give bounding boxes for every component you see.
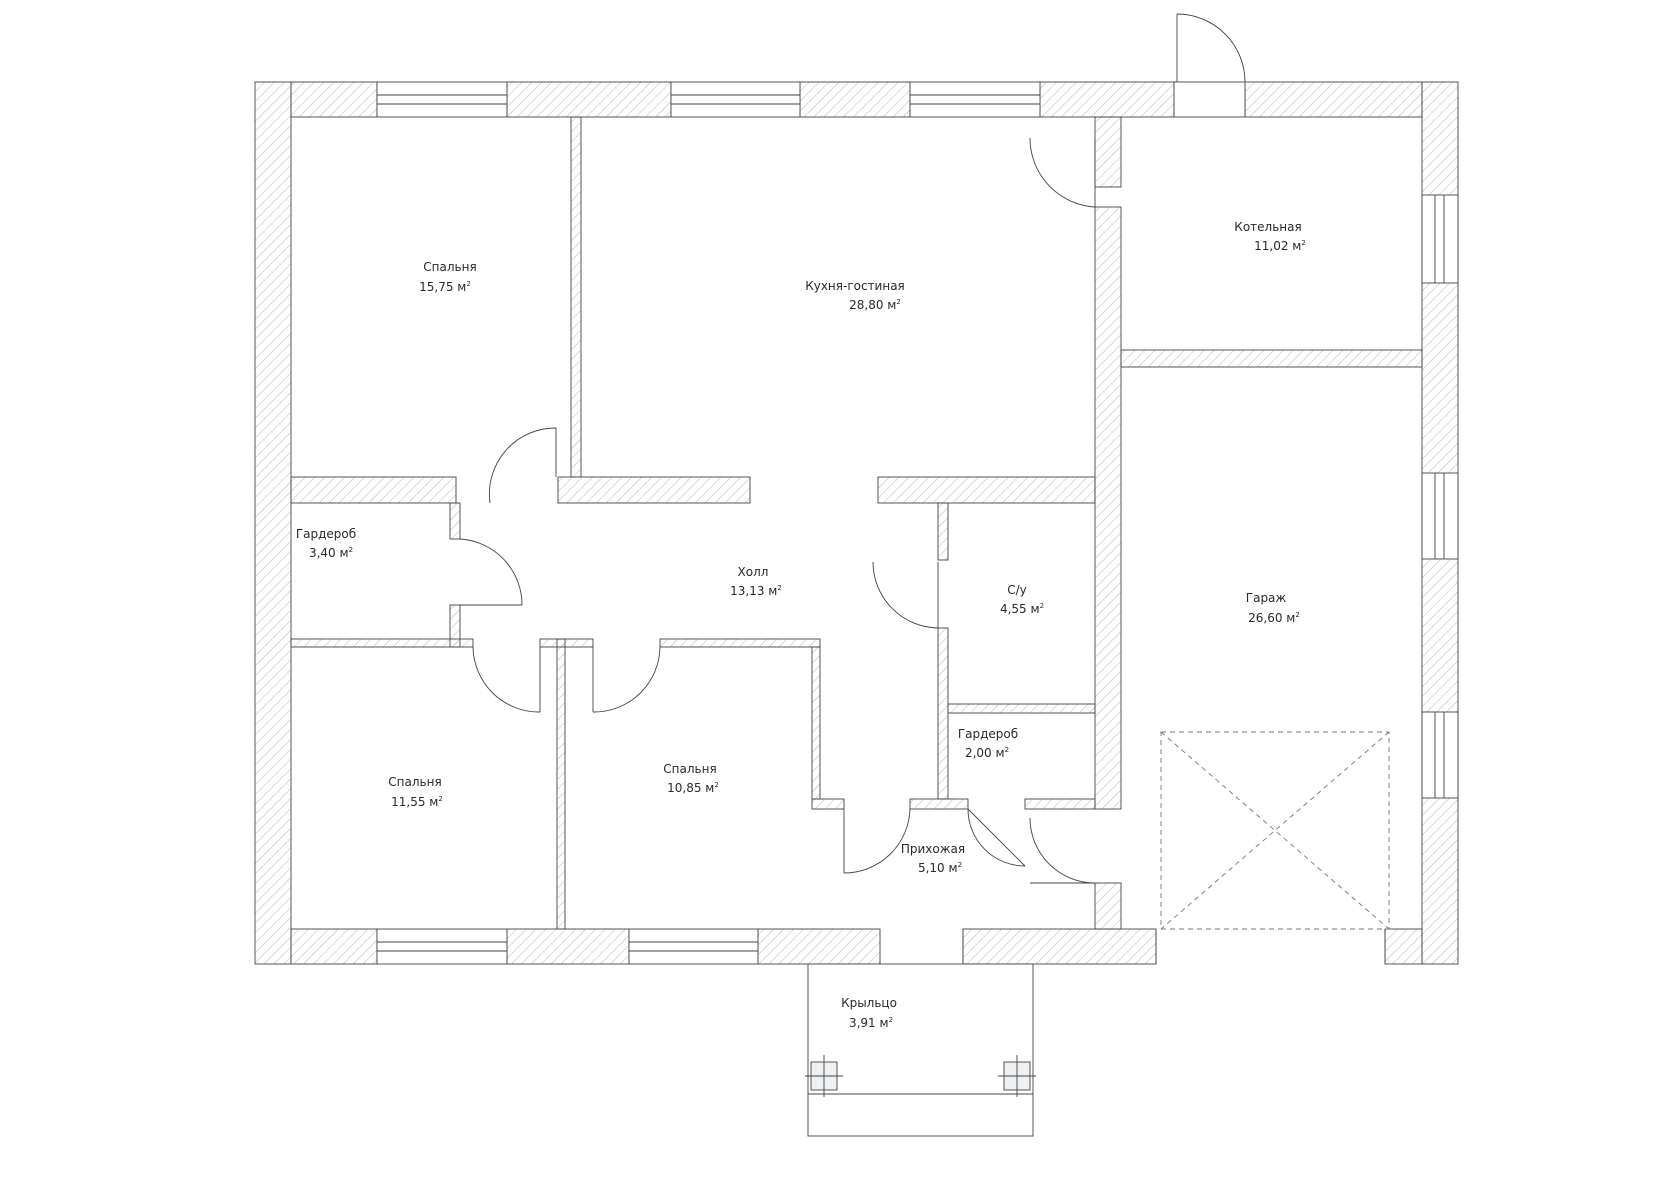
room-area-wardrobe-1: 3,40 м2: [309, 546, 353, 560]
room-area-bedroom-2: 11,55 м2: [391, 795, 443, 809]
room-name-bedroom-2: Спальня: [388, 775, 441, 789]
room-area-garage: 26,60 м2: [1248, 611, 1300, 625]
interior-walls: [290, 116, 1423, 930]
room-area-boiler: 11,02 м2: [1254, 239, 1306, 253]
room-name-porch: Крыльцо: [841, 996, 897, 1010]
garage-opening: [1160, 731, 1390, 930]
doors: [459, 137, 1096, 1044]
room-name-wardrobe-1: Гардероб: [296, 527, 356, 541]
boiler-exterior-door: [1173, 13, 1246, 118]
room-area-wardrobe-2: 2,00 м2: [965, 746, 1009, 760]
porch: [805, 963, 1036, 1137]
room-area-bedroom-1: 15,75 м2: [419, 280, 471, 294]
room-name-entrance: Прихожая: [901, 842, 965, 856]
room-name-boiler: Котельная: [1234, 220, 1301, 234]
room-labels: Спальня 15,75 м2 Кухня-гостиная 28,80 м2…: [296, 220, 1306, 1030]
room-name-bedroom-1: Спальня: [423, 260, 476, 274]
room-name-kitchen-living: Кухня-гостиная: [805, 279, 905, 293]
room-area-entrance: 5,10 м2: [918, 861, 962, 875]
room-area-hall: 13,13 м2: [730, 584, 782, 598]
room-name-bathroom: С/у: [1007, 583, 1027, 597]
room-area-porch: 3,91 м2: [849, 1016, 893, 1030]
windows: [376, 81, 1459, 965]
room-area-kitchen-living: 28,80 м2: [849, 298, 901, 312]
room-name-wardrobe-2: Гардероб: [958, 727, 1018, 741]
garage-gate-ends: [1155, 929, 1386, 964]
room-area-bedroom-3: 10,85 м2: [667, 781, 719, 795]
outer-walls: [254, 81, 1459, 965]
room-name-bedroom-3: Спальня: [663, 762, 716, 776]
room-name-garage: Гараж: [1246, 591, 1287, 605]
room-area-bathroom: 4,55 м2: [1000, 602, 1044, 616]
room-name-hall: Холл: [738, 565, 769, 579]
